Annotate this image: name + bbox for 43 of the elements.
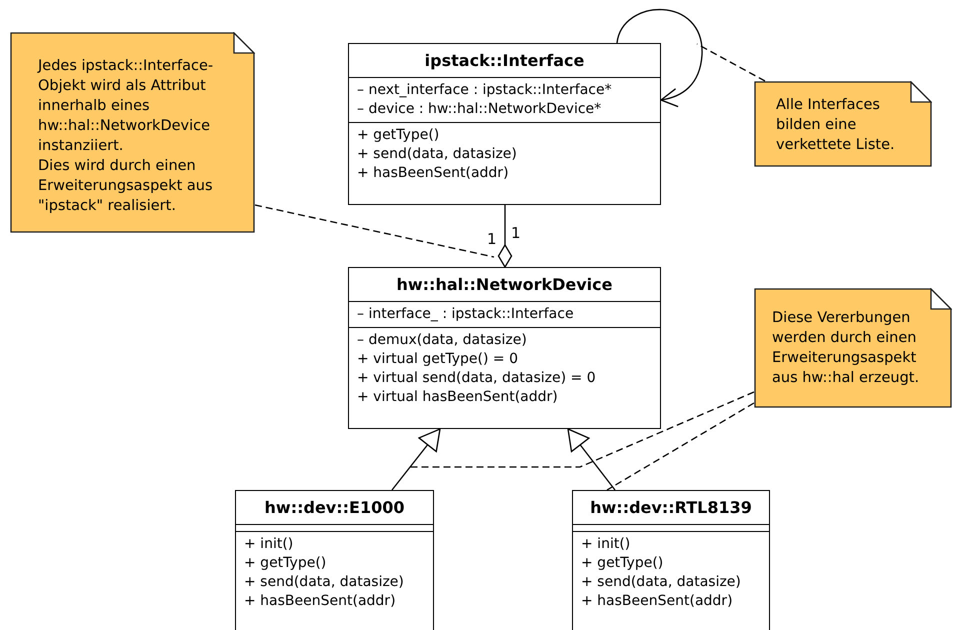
leader-line — [254, 204, 494, 258]
note — [10, 32, 255, 233]
method-text: + virtual send(data, datasize) = 0 — [357, 369, 596, 388]
note-text: Jedes ipstack::Interface-Objekt wird als Attribut innerhalb eines hw::hal::NetworkDevice instanziiert. — [38, 57, 214, 156]
note — [754, 288, 952, 408]
method-text: + send(data, datasize) — [581, 573, 741, 592]
leader-line — [696, 43, 766, 82]
method-text: + virtual getType() = 0 — [357, 350, 518, 369]
class-name: hw::dev::RTL8139 — [590, 497, 752, 519]
note-text: Diese Vererbungen werden durch einen Erweiterungsaspekt aus hw::hal erzeugt. — [772, 309, 920, 388]
method-text: + hasBeenSent(addr) — [357, 164, 509, 183]
leader-line — [410, 391, 754, 468]
method-text: + send(data, datasize) — [244, 573, 404, 592]
method-text: + getType() — [581, 554, 664, 573]
class-box — [572, 490, 770, 630]
method-text: + hasBeenSent(addr) — [581, 592, 733, 611]
note-text: Dies wird durch einen Erweiterungsaspekt aus "ipstack" realisiert. — [38, 157, 214, 216]
class-name: hw::dev::E1000 — [264, 497, 404, 519]
method-text: – demux(data, datasize) — [357, 331, 527, 350]
note-text: Alle Interfaces bilden eine verkettete Liste. — [776, 96, 896, 155]
class-name: ipstack::Interface — [424, 50, 584, 72]
class-box — [348, 267, 661, 429]
leader-line — [606, 402, 754, 491]
method-text: + hasBeenSent(addr) — [244, 592, 396, 611]
method-text: + init() — [244, 535, 294, 554]
aggregation-line — [498, 205, 512, 268]
arrow — [616, 8, 703, 107]
multiplicity-label: 1 — [511, 224, 521, 242]
attribute-text: – interface_ : ipstack::Interface — [357, 305, 574, 324]
method-text: + virtual hasBeenSent(addr) — [357, 388, 558, 407]
attribute-text: – next_interface : ipstack::Interface* — [357, 81, 612, 100]
arrow — [391, 428, 441, 490]
method-text: + getType() — [244, 554, 326, 573]
class-box — [348, 43, 661, 205]
note — [754, 81, 932, 167]
class-box — [235, 490, 434, 630]
multiplicity-label: 1 — [487, 230, 497, 248]
arrow — [567, 428, 616, 490]
method-text: + init() — [581, 535, 630, 554]
method-text: + send(data, datasize) — [357, 145, 517, 164]
method-text: + getType() — [357, 126, 440, 145]
class-name: hw::hal::NetworkDevice — [396, 274, 612, 296]
attribute-text: – device : hw::hal::NetworkDevice* — [357, 100, 602, 119]
